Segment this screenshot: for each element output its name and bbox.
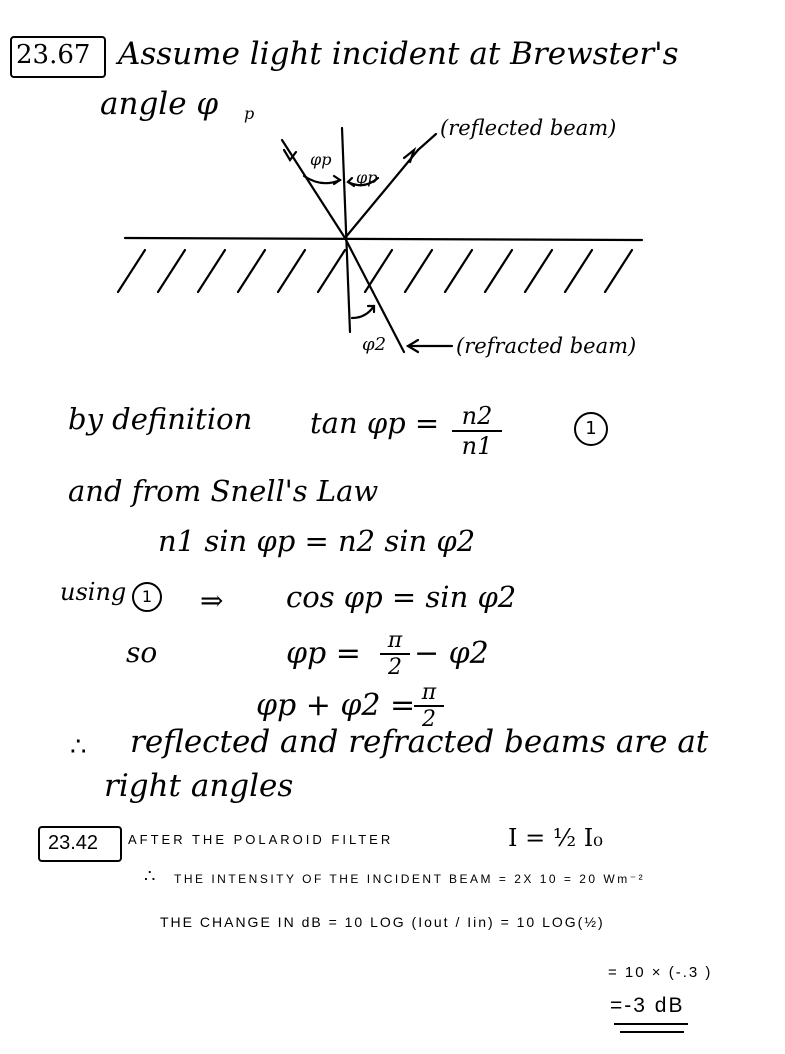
implies-arrow: ⇒	[200, 584, 224, 617]
problem-title-subscript: p	[244, 104, 255, 123]
pi-first: π	[380, 628, 410, 655]
so-text: so	[126, 636, 158, 669]
using-text: using	[60, 578, 127, 606]
equation-number-1: 1	[574, 412, 608, 446]
refractive-index-ratio: n2 n1	[452, 402, 502, 460]
problem2-line4: = 10 × (-.3 )	[608, 964, 713, 981]
conclusion-line2: right angles	[104, 768, 294, 804]
phi-p-left-label: φp	[310, 150, 332, 169]
cos-equation: cos φp = sin φ2	[286, 580, 517, 614]
phi-2-label: φ2	[362, 334, 387, 355]
phi-equation-1-left: φp =	[286, 636, 361, 671]
phi-equation-1-right: − φ2	[414, 636, 489, 671]
normal-line	[340, 126, 352, 334]
problem2-line2: THE INTENSITY OF THE INCIDENT BEAM = 2X …	[174, 872, 646, 886]
snell-equation: n1 sin φp = n2 sin φ2	[158, 524, 476, 558]
snell-law-text: and from Snell's Law	[68, 474, 379, 508]
two-first: 2	[388, 655, 402, 680]
therefore-symbol: ∴	[70, 732, 87, 762]
ratio-numerator: n2	[452, 402, 502, 432]
two-second: 2	[422, 707, 436, 732]
phi-equation-2-left: φp + φ2 =	[256, 688, 416, 723]
phi-p-right-label: φp	[356, 168, 378, 187]
problem2-number: 23.42	[48, 832, 99, 854]
pi-over-2-second: π 2	[414, 680, 444, 732]
refracted-beam-label: (refracted beam)	[456, 334, 637, 358]
problem-number: 23.67	[16, 40, 91, 70]
problem2-number-box	[38, 826, 122, 862]
pi-second: π	[414, 680, 444, 707]
incident-arrow-icon	[282, 148, 298, 162]
tan-expression: tan φp =	[310, 406, 440, 440]
problem-title-line2: angle φ	[100, 86, 219, 122]
problem2-intensity-eq: I = ½ I₀	[508, 824, 603, 852]
reflected-arrow-icon	[402, 146, 417, 164]
reflected-pointer	[416, 132, 438, 152]
problem2-therefore: ∴	[144, 866, 156, 887]
problem-title-line1: Assume light incident at Brewster's	[118, 36, 679, 72]
refracted-ray	[343, 236, 406, 354]
by-definition-text: by definition	[68, 402, 253, 436]
pi-over-2-first: π 2	[380, 628, 410, 680]
interface-line	[123, 236, 644, 242]
using-equation-ref: 1	[132, 582, 162, 612]
problem2-line3: THE CHANGE IN dB = 10 LOG (Iout / Iin) =…	[160, 914, 605, 930]
reflected-beam-label: (reflected beam)	[440, 116, 617, 140]
problem-number-box	[10, 36, 106, 78]
problem2-answer: =-3 dB	[610, 994, 685, 1017]
problem2-line1: AFTER THE POLAROID FILTER	[128, 832, 394, 847]
reflected-ray	[343, 148, 420, 240]
conclusion-line1: reflected and refracted beams are at	[130, 724, 709, 760]
ratio-denominator: n1	[461, 432, 493, 460]
surface-hatching	[116, 248, 634, 294]
phi-2-arc	[350, 304, 376, 320]
